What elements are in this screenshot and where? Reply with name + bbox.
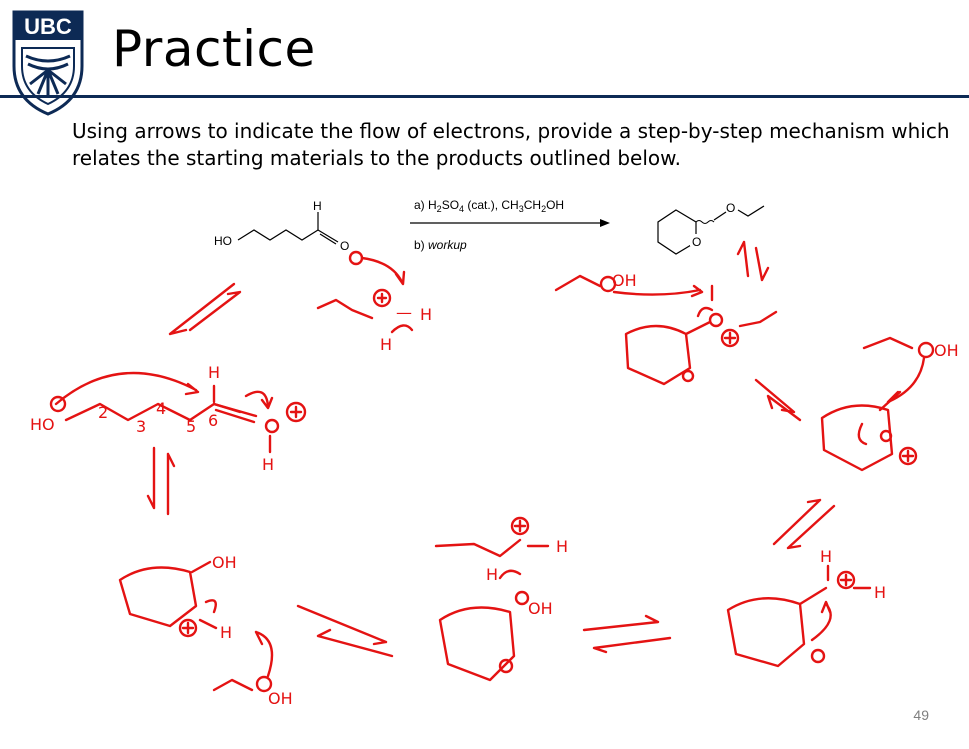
svg-text:—: — — [396, 303, 412, 322]
reaction-conditions: a) H2SO4 (cat.), CH3CH2OH b) workup — [410, 198, 610, 252]
instruction-text: Using arrows to indicate the flow of ele… — [72, 119, 950, 170]
hand-h-left: H — [208, 363, 220, 382]
hand-oh-center: OH — [528, 599, 553, 618]
svg-text:5: 5 — [186, 417, 196, 436]
hand-h-bl: H — [220, 623, 232, 642]
hand-ho-left: HO — [30, 415, 55, 434]
product-structure: O O — [657, 201, 765, 255]
step-a-label: a) H2SO4 (cat.), CH3CH2OH — [414, 198, 564, 214]
reactant-ho-label: HO — [214, 234, 232, 248]
reactant-h-label: H — [313, 199, 322, 213]
product-ring-o-label: O — [692, 235, 701, 249]
ubc-logo-text: UBC — [24, 14, 72, 39]
hand-oh-bl: OH — [212, 553, 237, 572]
svg-text:3: 3 — [136, 417, 146, 436]
page-number: 49 — [913, 707, 929, 723]
hand-oh-right: OH — [934, 341, 959, 360]
hand-oh-bottom: OH — [268, 689, 293, 708]
hand-h-center2: H — [262, 455, 274, 474]
svg-text:2: 2 — [98, 403, 108, 422]
title-rule — [0, 95, 969, 98]
svg-text:6: 6 — [208, 411, 218, 430]
hand-h-center: H — [556, 537, 568, 556]
hand-h-top: H — [420, 305, 432, 324]
hand-h-br: H — [820, 547, 832, 566]
reactant-structure: HO H O — [214, 199, 349, 253]
product-ether-o-label: O — [726, 201, 735, 215]
hand-h-br2: H — [874, 583, 886, 602]
hand-h-mid: H — [380, 335, 392, 354]
hand-h-left2: H — [486, 565, 498, 584]
slide-title: Practice — [112, 20, 316, 78]
ubc-logo: UBC — [12, 10, 84, 116]
step-b-label: b) workup — [414, 238, 467, 252]
reactant-o-label: O — [340, 239, 349, 253]
hand-oh-top: OH — [612, 271, 637, 290]
svg-text:4: 4 — [156, 399, 166, 418]
